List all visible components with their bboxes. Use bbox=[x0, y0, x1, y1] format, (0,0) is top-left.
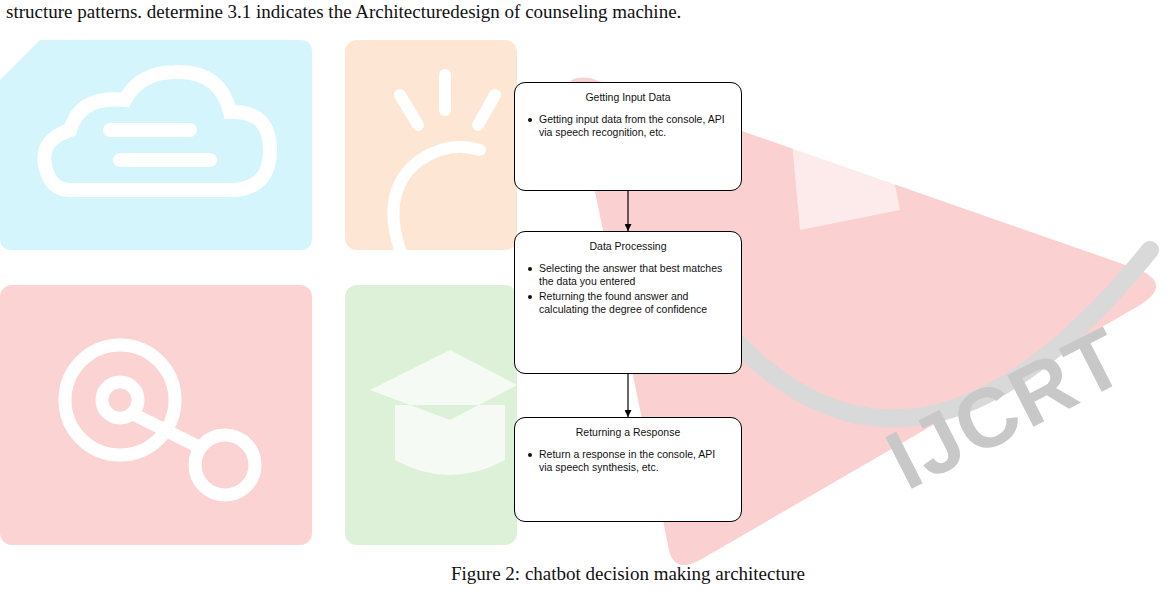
box-heading: Getting Input Data bbox=[525, 91, 731, 104]
process-box: Returning a ResponseReturn a response in… bbox=[514, 417, 742, 522]
bulb-icon bbox=[393, 75, 495, 250]
bullet-dot bbox=[528, 267, 532, 271]
watermark-tile bbox=[0, 40, 312, 250]
gear-icon bbox=[65, 345, 255, 495]
text-run: Getting Input Data bbox=[585, 91, 670, 103]
process-box: Data ProcessingSelecting the answer that… bbox=[514, 231, 742, 374]
figure-caption: Figure 2: chatbot decision making archit… bbox=[451, 563, 805, 585]
watermark-text: IJCRT bbox=[872, 308, 1141, 509]
flow-arrow bbox=[627, 374, 628, 417]
text-run: Selecting the answer that best matches t… bbox=[539, 262, 722, 287]
text-run: Getting input data from the console, API… bbox=[539, 113, 725, 138]
text-run: Returning the found answer and calculati… bbox=[539, 290, 707, 315]
bullet-dot bbox=[528, 118, 532, 122]
box-heading: Data Processing bbox=[525, 240, 731, 253]
watermark-tile bbox=[345, 40, 517, 250]
box-heading: Returning a Response bbox=[525, 426, 731, 439]
bullet-item: Selecting the answer that best matches t… bbox=[525, 262, 731, 288]
watermark-tile bbox=[345, 285, 517, 545]
cloud-icon bbox=[44, 72, 270, 190]
bullet-item: Returning the found answer and calculati… bbox=[525, 290, 731, 316]
text-run: Returning a Response bbox=[576, 426, 680, 438]
text-run: Data Processing bbox=[589, 240, 666, 252]
text-run: Return a response in the console, API vi… bbox=[539, 448, 715, 473]
flow-arrow bbox=[627, 191, 628, 231]
bullet-dot bbox=[528, 453, 532, 457]
process-box: Getting Input DataGetting input data fro… bbox=[514, 82, 742, 191]
watermark-tile bbox=[0, 285, 312, 545]
cap-icon bbox=[370, 350, 517, 475]
body-text: structure patterns. determine 3.1 indica… bbox=[6, 1, 681, 23]
book-icon bbox=[790, 110, 900, 230]
bullet-dot bbox=[528, 295, 532, 299]
bullet-item: Getting input data from the console, API… bbox=[525, 113, 731, 139]
bullet-item: Return a response in the console, API vi… bbox=[525, 448, 731, 474]
